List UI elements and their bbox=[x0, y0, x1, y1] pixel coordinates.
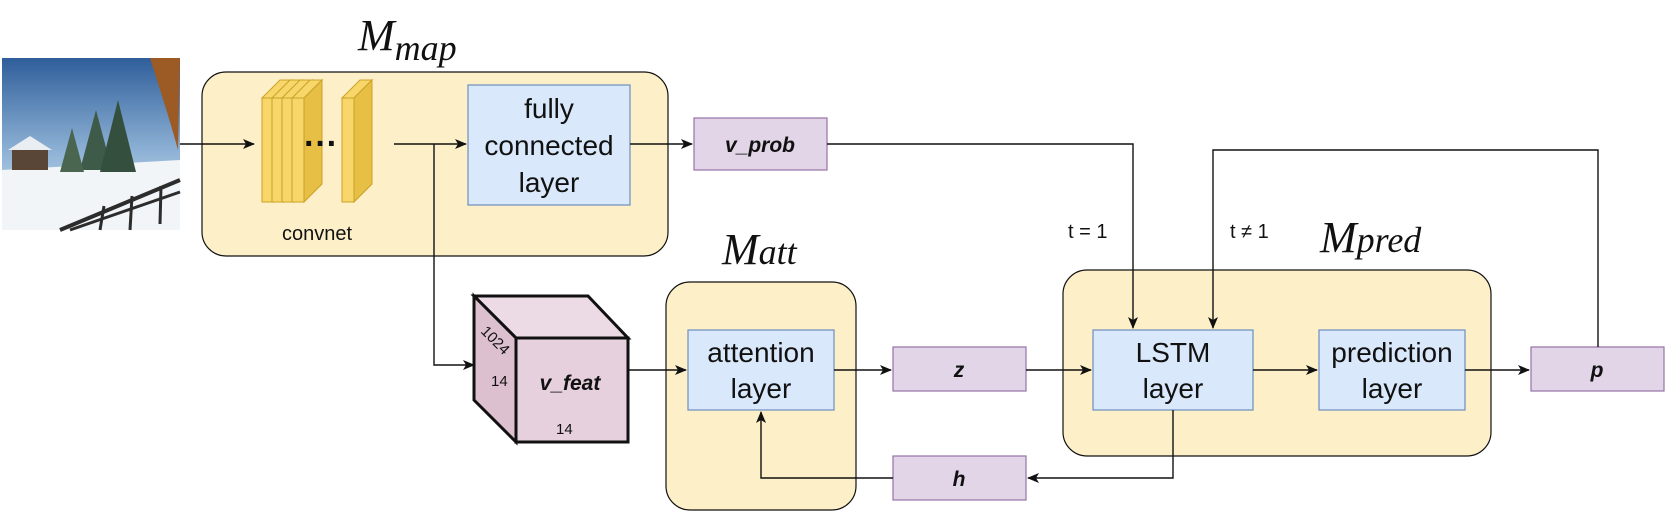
convnet-label: convnet bbox=[282, 223, 352, 245]
convnet-ellipsis: ··· bbox=[304, 125, 338, 163]
arrow-p-feedback-to-lstm bbox=[1208, 149, 1599, 347]
fully-connected-layer: fully connected layer bbox=[467, 84, 631, 206]
z-node: z bbox=[892, 346, 1027, 392]
svg-text:z: z bbox=[953, 359, 965, 382]
h-node: h bbox=[892, 455, 1027, 501]
arrow-vprob-to-lstm bbox=[827, 143, 1138, 329]
svg-text:layer: layer bbox=[731, 373, 792, 404]
svg-text:layer: layer bbox=[1362, 373, 1423, 404]
arrow-convnet-to-vfeat bbox=[433, 144, 475, 370]
svg-text:v_feat: v_feat bbox=[540, 372, 602, 395]
svg-text:connected: connected bbox=[484, 130, 613, 161]
svg-text:p: p bbox=[1590, 359, 1604, 382]
svg-text:attention: attention bbox=[707, 337, 814, 368]
convnet-stack: ··· bbox=[260, 78, 374, 204]
p-node: p bbox=[1530, 346, 1665, 392]
svg-text:v_prob: v_prob bbox=[725, 134, 795, 157]
v-prob-node: v_prob bbox=[693, 117, 828, 171]
svg-text:layer: layer bbox=[519, 167, 580, 198]
prediction-layer: prediction layer bbox=[1318, 329, 1466, 411]
edge-label-t-first: t = 1 bbox=[1068, 221, 1107, 243]
v-feat-tensor: v_feat 1024 14 14 bbox=[470, 292, 632, 446]
edge-label-t-other: t ≠ 1 bbox=[1230, 221, 1269, 243]
tensor-width-label: 14 bbox=[556, 421, 573, 438]
module-map-title: Mmap bbox=[357, 11, 457, 68]
svg-text:layer: layer bbox=[1143, 373, 1204, 404]
lstm-layer: LSTM layer bbox=[1092, 329, 1254, 411]
svg-text:fully: fully bbox=[524, 93, 574, 124]
conv-layer-last bbox=[340, 78, 374, 204]
svg-text:h: h bbox=[953, 468, 966, 491]
arrow-h-to-attention bbox=[756, 411, 893, 479]
module-pred-title: Mpred bbox=[1319, 213, 1422, 262]
attention-layer: attention layer bbox=[687, 329, 835, 411]
conv-layer-4 bbox=[290, 78, 324, 204]
input-image bbox=[2, 58, 181, 232]
svg-text:LSTM: LSTM bbox=[1136, 337, 1211, 368]
module-att-title: Matt bbox=[721, 225, 798, 274]
svg-text:prediction: prediction bbox=[1331, 337, 1452, 368]
tensor-height-label: 14 bbox=[491, 373, 508, 390]
arrow-lstm-to-h bbox=[1027, 410, 1174, 483]
